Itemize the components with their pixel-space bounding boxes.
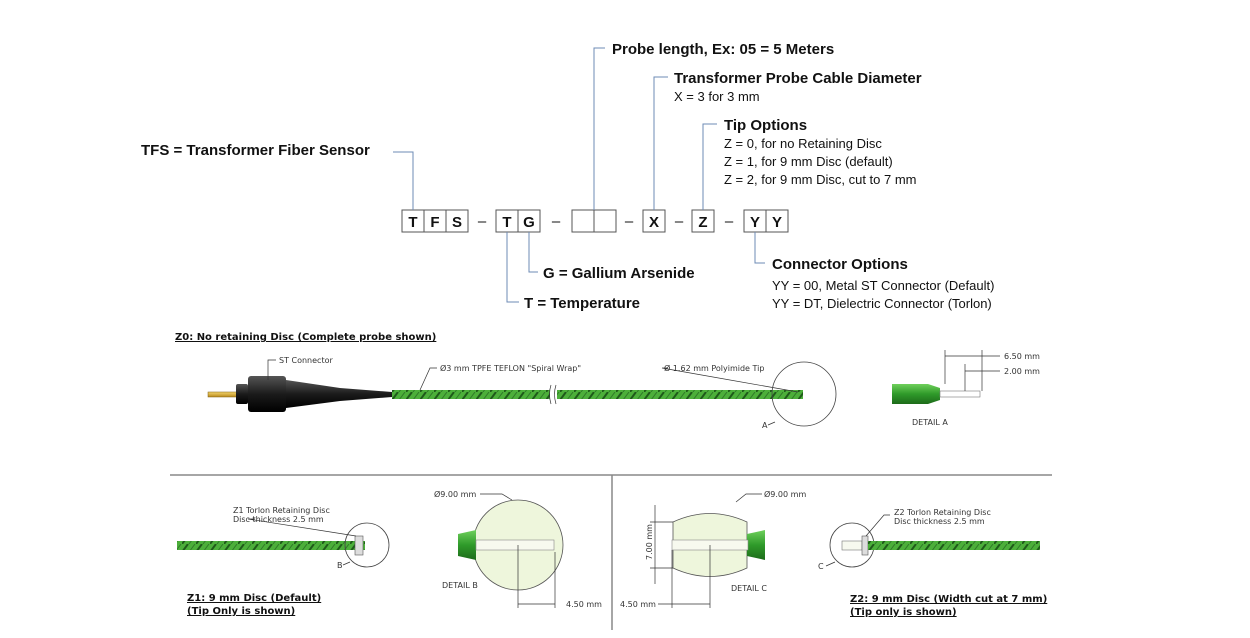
detail-c-label: DETAIL C: [731, 584, 767, 593]
leader-tip-options: [702, 123, 717, 210]
st-connector-boot: [286, 380, 392, 408]
z2-caption-line2: (Tip only is shown): [850, 607, 957, 618]
detail-c-ref-line: [825, 561, 836, 567]
z2-section: Ø9.00 mm 7.00 mm 4.50 mm DETAIL C Z2 Tor…: [620, 489, 1047, 618]
code-box-3: [445, 209, 469, 233]
z1-disc-side: [354, 535, 364, 556]
label-cable-diameter-value: X = 3 for 3 mm: [674, 89, 760, 104]
detail-b-dia-leader: [480, 493, 513, 501]
label-cable-diameter-title: Transformer Probe Cable Diameter: [674, 70, 922, 87]
part-code: T F S – T G – – X – Z – Y Y: [401, 209, 789, 233]
code-char-11: Y: [772, 214, 782, 231]
detail-c-dia-leader: [735, 493, 762, 503]
spiral-wrap-label: Ø3 mm TPFE TEFLON "Spiral Wrap": [440, 363, 581, 373]
label-connector-option-dt: YY = DT, Dielectric Connector (Torlon): [772, 296, 992, 311]
dim-b-450: 4.50 mm: [566, 600, 602, 609]
z2-note-line2: Disc thickness 2.5 mm: [894, 517, 985, 526]
label-tfs: TFS = Transformer Fiber Sensor: [141, 142, 370, 159]
detail-b-circle: [344, 522, 390, 568]
dim-a-650: 6.50 mm: [1004, 352, 1040, 361]
detail-b-diameter: Ø9.00 mm: [434, 489, 476, 499]
code-dash-2: –: [552, 213, 561, 230]
dim-c-450: 4.50 mm: [620, 600, 656, 609]
label-temperature: T = Temperature: [524, 295, 640, 312]
st-connector-ferrule: [207, 391, 239, 398]
z0-caption: Z0: No retaining Disc (Complete probe sh…: [175, 332, 436, 343]
code-box-11: [765, 209, 789, 233]
z0-cable-right: [557, 390, 803, 399]
code-char-1: T: [408, 214, 417, 231]
cable-break-right: [554, 384, 557, 405]
st-connector-body: [248, 376, 286, 412]
detail-b-ref: B: [337, 561, 343, 570]
code-dash-4: –: [675, 213, 684, 230]
label-tip-option-0: Z = 0, for no Retaining Disc: [724, 136, 882, 151]
st-connector-leader: [267, 359, 276, 380]
leader-connector: [754, 232, 765, 264]
z1-cable: [177, 541, 365, 550]
leader-tfs: [393, 151, 414, 210]
z2-caption-line1: Z2: 9 mm Disc (Width cut at 7 mm): [850, 594, 1047, 605]
leader-gallium: [528, 232, 538, 273]
code-char-9: Z: [698, 214, 707, 231]
st-connector-label: ST Connector: [279, 356, 333, 365]
label-connector-option-00: YY = 00, Metal ST Connector (Default): [772, 278, 994, 293]
polyimide-leader: [661, 367, 799, 393]
polyimide-label: Ø 1.62 mm Polyimide Tip: [664, 363, 764, 373]
label-tip-option-1: Z = 1, for 9 mm Disc (default): [724, 154, 893, 169]
dim-a-200: 2.00 mm: [1004, 367, 1040, 376]
code-char-4: T: [502, 214, 511, 231]
code-char-10: Y: [750, 214, 760, 231]
z0-cable-left: [392, 390, 550, 399]
dim-c-700: 7.00 mm: [645, 524, 654, 560]
z1-note-line2: Disc thickness 2.5 mm: [233, 515, 324, 524]
leader-cable-diameter: [653, 76, 668, 210]
code-dash-1: –: [478, 213, 487, 230]
z2-note-leader: [865, 514, 890, 537]
detail-c-ref: C: [818, 562, 824, 571]
detail-b-label: DETAIL B: [442, 581, 478, 590]
label-tip-option-2: Z = 2, for 9 mm Disc, cut to 7 mm: [724, 172, 917, 187]
spiral-wrap-leader: [419, 367, 437, 391]
detail-b-green-tip: [458, 530, 476, 560]
label-probe-length: Probe length, Ex: 05 = 5 Meters: [612, 41, 834, 58]
z2-note-line1: Z2 Torlon Retaining Disc: [894, 508, 991, 517]
detail-b-polyimide: [475, 539, 555, 551]
z2-disc-side: [861, 535, 869, 556]
detail-b-ref-line: [342, 561, 351, 566]
detail-c-green-tip: [747, 530, 765, 560]
code-char-5: G: [523, 214, 535, 231]
detail-a-ref-line: [767, 421, 776, 426]
z1-note-line1: Z1 Torlon Retaining Disc: [233, 506, 330, 515]
label-tip-options-title: Tip Options: [724, 117, 807, 134]
z0-section: Z0: No retaining Disc (Complete probe sh…: [175, 332, 1040, 430]
cable-break-left: [549, 384, 552, 405]
z1-caption-line2: (Tip Only is shown): [187, 606, 295, 617]
code-box-6: [571, 209, 595, 233]
st-connector-nut: [236, 384, 248, 404]
code-char-2: F: [430, 214, 439, 231]
detail-a-polyimide: [939, 390, 981, 398]
code-char-3: S: [452, 214, 462, 231]
z1-note-leader: [247, 518, 357, 537]
code-dash-5: –: [725, 213, 734, 230]
code-box-7: [593, 209, 617, 233]
code-dash-3: –: [625, 213, 634, 230]
detail-a-tip: [892, 384, 940, 404]
z2-cable: [868, 541, 1040, 550]
leader-temperature: [506, 232, 519, 303]
z1-caption-line1: Z1: 9 mm Disc (Default): [187, 593, 321, 604]
z1-section: Z1 Torlon Retaining Disc Disc thickness …: [177, 489, 602, 617]
leader-probe-length: [593, 47, 605, 210]
detail-c-diameter: Ø9.00 mm: [764, 489, 806, 499]
leader-lines: [393, 47, 765, 303]
code-char-8: X: [649, 214, 659, 231]
detail-a-circle: [771, 361, 837, 427]
label-gallium: G = Gallium Arsenide: [543, 265, 695, 282]
detail-a-label: DETAIL A: [912, 418, 948, 427]
label-connector-options-title: Connector Options: [772, 256, 908, 273]
z2-tip: [841, 540, 863, 551]
detail-a-ref: A: [762, 421, 768, 430]
